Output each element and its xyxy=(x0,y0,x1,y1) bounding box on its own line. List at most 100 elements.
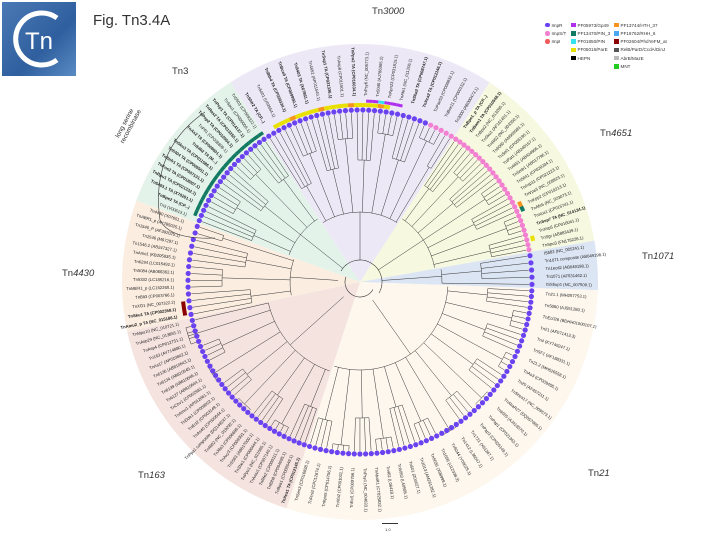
leaf-dot xyxy=(413,442,419,448)
leaf-dot xyxy=(228,165,234,172)
leaf-branch xyxy=(266,398,284,424)
leaf-dot xyxy=(411,116,418,122)
leaf-dot xyxy=(524,321,530,328)
leaf-branch xyxy=(222,183,262,211)
leaf-dot xyxy=(448,425,455,431)
leaf-label: Tn1071 composite (AB049198.1) xyxy=(545,251,607,263)
branch xyxy=(395,362,422,422)
legend-item: ImpI xyxy=(545,39,571,45)
leaf-branch xyxy=(423,127,430,140)
leaf-dot xyxy=(391,448,397,454)
leaf-dot xyxy=(521,227,527,233)
leaf-dot xyxy=(243,150,250,156)
leaf-dot xyxy=(207,363,213,369)
branch xyxy=(244,350,296,405)
domain-block xyxy=(206,184,213,191)
leaf-branch xyxy=(456,156,474,176)
branch xyxy=(309,153,335,217)
leaf-branch xyxy=(191,285,223,288)
leaf-label: TnXfa2 (CP001011.1) xyxy=(335,466,344,507)
leaf-dot xyxy=(201,207,207,213)
clade-label-tn4430: Tn4430 xyxy=(62,268,95,279)
leaf-dot xyxy=(241,406,247,412)
leaf-dot xyxy=(519,338,525,344)
leaf-dot xyxy=(276,127,282,133)
clade-stem xyxy=(290,276,339,281)
leaf-branch xyxy=(245,405,247,407)
leaf-branch xyxy=(475,403,477,405)
legend-dot-icon xyxy=(545,22,550,28)
legend-item: PF05973/Gp49 xyxy=(571,22,614,28)
leaf-branch xyxy=(413,424,421,441)
leaf-dot xyxy=(210,368,216,374)
leaf-dot xyxy=(312,445,318,451)
leaf-dot xyxy=(526,247,532,253)
leaf-dot xyxy=(479,400,486,406)
domain-block xyxy=(219,165,226,173)
leaf-branch xyxy=(453,153,471,173)
leaf-dot xyxy=(499,182,505,188)
leaf-branch xyxy=(257,393,276,417)
scale-bar-label: 1.0 xyxy=(385,527,391,532)
leaf-dot xyxy=(366,107,372,113)
leaf-branch xyxy=(392,117,398,136)
leaf-branch xyxy=(505,221,518,227)
branch xyxy=(417,203,454,234)
leaf-label: Tn5046 (AJ786365.1) xyxy=(375,56,384,97)
leaf-dot xyxy=(331,109,337,115)
domain-block xyxy=(335,103,343,109)
leaf-dot xyxy=(245,409,251,415)
leaf-branch xyxy=(449,167,485,200)
root-arc xyxy=(344,276,374,298)
branch xyxy=(277,357,305,396)
leaf-label: TnAmo1 (KB205935.1) xyxy=(133,250,177,261)
leaf-branch xyxy=(474,207,513,227)
leaf-label: Tn1ecd2 (AB049198.1) xyxy=(545,263,589,271)
leaf-branch xyxy=(485,327,519,340)
branch xyxy=(253,235,291,252)
legend-label: ImpS/T xyxy=(551,30,567,36)
leaf-dot xyxy=(256,139,263,146)
leaf-branch xyxy=(513,310,527,314)
leaf-dot xyxy=(196,217,202,224)
leaf-dot xyxy=(371,108,378,114)
leaf-branch xyxy=(193,253,246,263)
branch xyxy=(362,160,365,213)
leaf-dot xyxy=(292,120,298,126)
legend-item: PF02604/PhdYeFM_at xyxy=(614,39,674,45)
branch xyxy=(372,368,384,439)
leaf-branch xyxy=(199,227,224,236)
leaf-dot xyxy=(491,387,497,393)
leaf-dot xyxy=(186,298,192,304)
leaf-branch xyxy=(241,401,243,403)
leaf-branch xyxy=(280,424,285,432)
leaf-branch xyxy=(427,144,459,188)
branch xyxy=(246,341,288,375)
leaf-dot xyxy=(191,323,197,329)
leaf-dot xyxy=(528,299,534,305)
leaf-dot xyxy=(360,107,366,113)
leaf-label: TnPsy6 (NC_005773.1) xyxy=(363,51,369,96)
leaf-dot xyxy=(407,443,413,450)
leaf-branch xyxy=(487,288,529,291)
leaf-branch xyxy=(256,147,283,181)
leaf-branch xyxy=(285,130,312,184)
leaf-branch xyxy=(481,262,528,269)
leaf-dot xyxy=(267,425,273,432)
branch xyxy=(433,250,491,265)
leaf-dot xyxy=(205,197,212,203)
leaf-branch xyxy=(503,216,517,223)
branch xyxy=(411,176,459,227)
leaf-dot xyxy=(219,381,225,388)
leaf-branch xyxy=(270,138,302,189)
leaf-dot xyxy=(334,449,340,456)
leaf-dot xyxy=(517,343,523,349)
legend-item: PF16762/RHH_6 xyxy=(614,30,674,36)
leaf-branch xyxy=(491,249,527,258)
legend-label: RelB/ParD/CcdA/DinJ xyxy=(620,47,666,53)
leaf-branch xyxy=(453,394,469,413)
branch xyxy=(310,369,326,407)
leaf-dot xyxy=(471,407,477,414)
branch xyxy=(437,323,503,360)
leaf-branch xyxy=(451,170,488,203)
